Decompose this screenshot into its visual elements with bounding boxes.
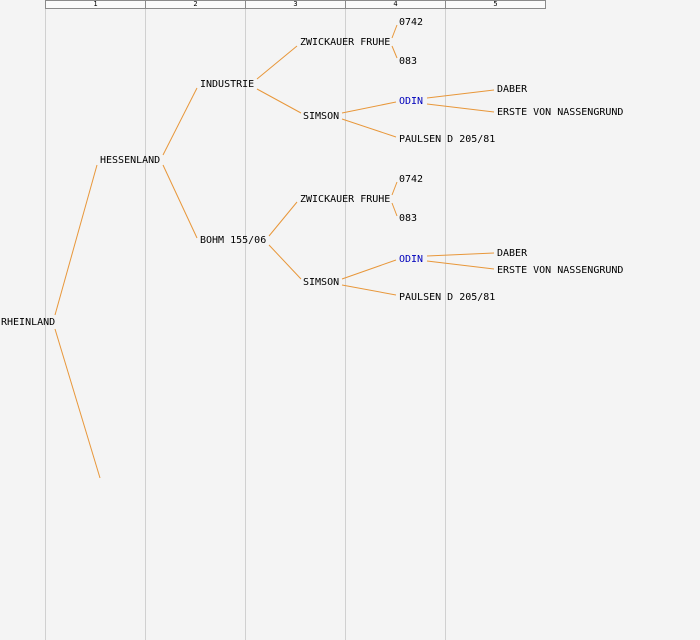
edge-zwickauer2-0742 <box>391 181 398 196</box>
edge-odin-daber <box>426 89 495 99</box>
generation-column-header-5: 5 <box>445 0 546 9</box>
generation-column-header-2: 2 <box>145 0 246 9</box>
pedigree-node-zwickauer-fruhe-2: ZWICKAUER FRUHE <box>300 194 391 205</box>
generation-column-header-1: 1 <box>45 0 146 9</box>
edge-zwickauer2-083 <box>391 202 398 217</box>
pedigree-node-zwickauer-fruhe-1: ZWICKAUER FRUHE <box>300 37 391 48</box>
pedigree-node-0742-2: 0742 <box>399 174 424 185</box>
edge-industrie-simson <box>256 88 302 114</box>
edge-bohm-zwickauer <box>268 201 298 237</box>
edge-odin2-erste <box>426 260 495 270</box>
pedigree-node-083-2: 083 <box>399 213 418 224</box>
edge-simson-odin <box>341 101 397 114</box>
pedigree-node-erste-von-nassengrund-2: ERSTE VON NASSENGRUND <box>497 265 624 276</box>
edge-simson2-paulsen <box>341 284 397 296</box>
edge-zwickauer-0742 <box>391 24 398 39</box>
pedigree-node-industrie: INDUSTRIE <box>200 79 255 90</box>
pedigree-node-0742-1: 0742 <box>399 17 424 28</box>
generation-column-header-3: 3 <box>245 0 346 9</box>
edge-hessenland-industrie <box>162 87 198 156</box>
edge-odin-erste <box>426 103 495 113</box>
edge-odin2-daber <box>426 252 495 257</box>
pedigree-node-bohm: BOHM 155/06 <box>200 235 267 246</box>
edge-simson-paulsen <box>341 118 397 138</box>
pedigree-node-simson-1: SIMSON <box>303 111 340 122</box>
generation-column-header-4: 4 <box>345 0 446 9</box>
pedigree-node-simson-2: SIMSON <box>303 277 340 288</box>
edge-industrie-zwickauer <box>256 45 298 80</box>
pedigree-node-paulsen-2: PAULSEN D 205/81 <box>399 292 496 303</box>
pedigree-node-erste-von-nassengrund-1: ERSTE VON NASSENGRUND <box>497 107 624 118</box>
pedigree-node-rheinland: RHEINLAND <box>1 317 56 328</box>
edge-rheinland-unknown <box>54 328 101 479</box>
pedigree-node-paulsen-1: PAULSEN D 205/81 <box>399 134 496 145</box>
edge-simson2-odin <box>341 259 397 280</box>
edge-rheinland-hessenland <box>54 164 98 316</box>
pedigree-node-odin-1[interactable]: ODIN <box>399 96 424 107</box>
edge-hessenland-bohm <box>162 164 198 239</box>
pedigree-node-odin-2[interactable]: ODIN <box>399 254 424 265</box>
edge-zwickauer-083 <box>391 45 398 59</box>
pedigree-node-hessenland: HESSENLAND <box>100 155 161 166</box>
pedigree-node-daber-2: DABER <box>497 248 528 259</box>
edge-bohm-simson <box>268 244 302 280</box>
pedigree-node-daber-1: DABER <box>497 84 528 95</box>
pedigree-node-083-1: 083 <box>399 56 418 67</box>
